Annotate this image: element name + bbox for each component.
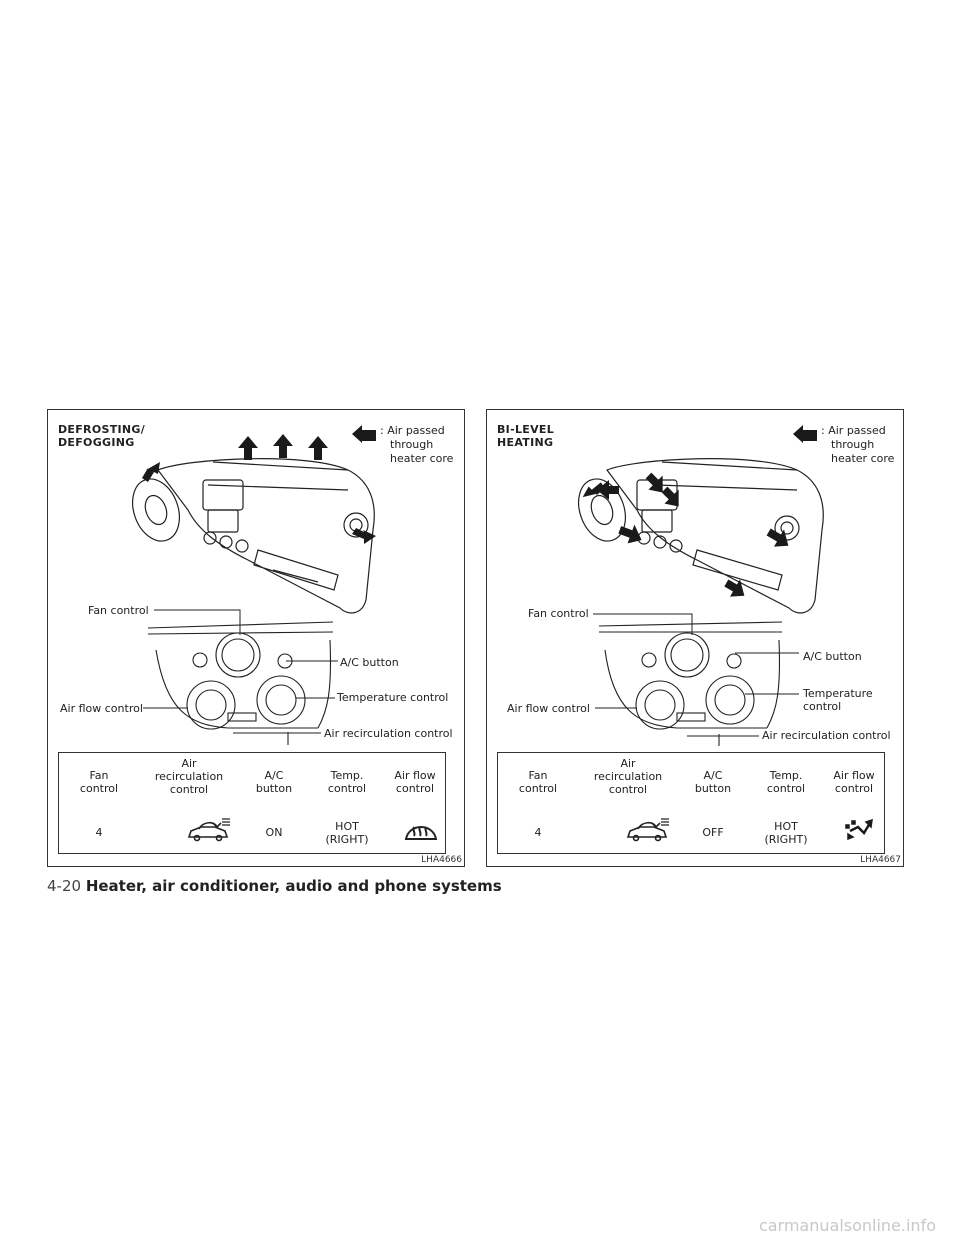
value-temp: HOT (RIGHT) xyxy=(325,820,369,846)
settings-table: Fan control Air recirculation control A/… xyxy=(497,752,885,854)
fan-control-label: Fan control xyxy=(88,604,149,617)
legend-line-3: heater core xyxy=(390,452,454,465)
legend-line-2: through xyxy=(831,438,875,451)
header-ac: A/C button xyxy=(694,769,732,795)
value-ac: OFF xyxy=(702,826,724,839)
air-recirculation-control-label: Air recirculation control xyxy=(762,729,891,742)
legend-line-3: heater core xyxy=(831,452,895,465)
figure-code: LHA4666 xyxy=(421,855,462,865)
header-temp: Temp. control xyxy=(766,769,806,795)
dashboard-illustration xyxy=(132,434,376,745)
legend-line-1: Air passed xyxy=(828,424,886,437)
bi-level-diagram-panel: BI-LEVEL HEATING : Air passed through he… xyxy=(486,409,904,867)
header-recirculation: Air recirculation control xyxy=(154,757,224,796)
header-fan: Fan control xyxy=(79,769,119,795)
defrost-diagram-panel: DEFROSTING/ DEFOGGING : Air passed throu… xyxy=(47,409,465,867)
ac-button-label: A/C button xyxy=(340,656,399,669)
recirculation-car-icon xyxy=(626,818,669,842)
bi-level-icon xyxy=(845,818,873,841)
panel-title: DEFROSTING/ DEFOGGING xyxy=(58,423,146,449)
header-ac: A/C button xyxy=(255,769,293,795)
header-airflow: Air flow control xyxy=(394,769,436,795)
legend-colon: : xyxy=(380,424,384,437)
value-fan: 4 xyxy=(534,826,542,839)
fan-control-label: Fan control xyxy=(528,607,589,620)
page-number: 4-20 xyxy=(47,877,82,895)
section-title: Heater, air conditioner, audio and phone… xyxy=(85,877,502,895)
temperature-control-label: Temperature control xyxy=(803,687,873,713)
legend-line-1: Air passed xyxy=(387,424,445,437)
legend-line-2: through xyxy=(390,438,434,451)
header-recirculation: Air recirculation control xyxy=(593,757,663,796)
page-footer: 4-20 Heater, air conditioner, audio and … xyxy=(47,876,502,896)
air-recirculation-control-label: Air recirculation control xyxy=(324,727,453,740)
air-flow-control-label: Air flow control xyxy=(60,702,143,715)
header-airflow: Air flow control xyxy=(833,769,875,795)
heater-arrow-icon xyxy=(352,425,376,443)
dashboard-illustration xyxy=(578,458,824,746)
figure-code: LHA4667 xyxy=(860,855,901,865)
watermark-text: carmanualsonline.info xyxy=(758,1216,936,1235)
value-temp: HOT (RIGHT) xyxy=(764,820,808,846)
temperature-control-label: Temperature control xyxy=(337,691,449,704)
heater-arrow-icon xyxy=(793,425,817,443)
recirculation-car-icon xyxy=(187,818,230,842)
header-fan: Fan control xyxy=(518,769,558,795)
defrost-icon xyxy=(404,826,438,840)
value-fan: 4 xyxy=(95,826,103,839)
settings-table: Fan control Air recirculation control A/… xyxy=(58,752,446,854)
legend-colon: : xyxy=(821,424,825,437)
panel-title: BI-LEVEL HEATING xyxy=(497,423,555,449)
value-ac: ON xyxy=(265,826,283,839)
air-flow-control-label: Air flow control xyxy=(507,702,590,715)
ac-button-label: A/C button xyxy=(803,650,862,663)
header-temp: Temp. control xyxy=(327,769,367,795)
